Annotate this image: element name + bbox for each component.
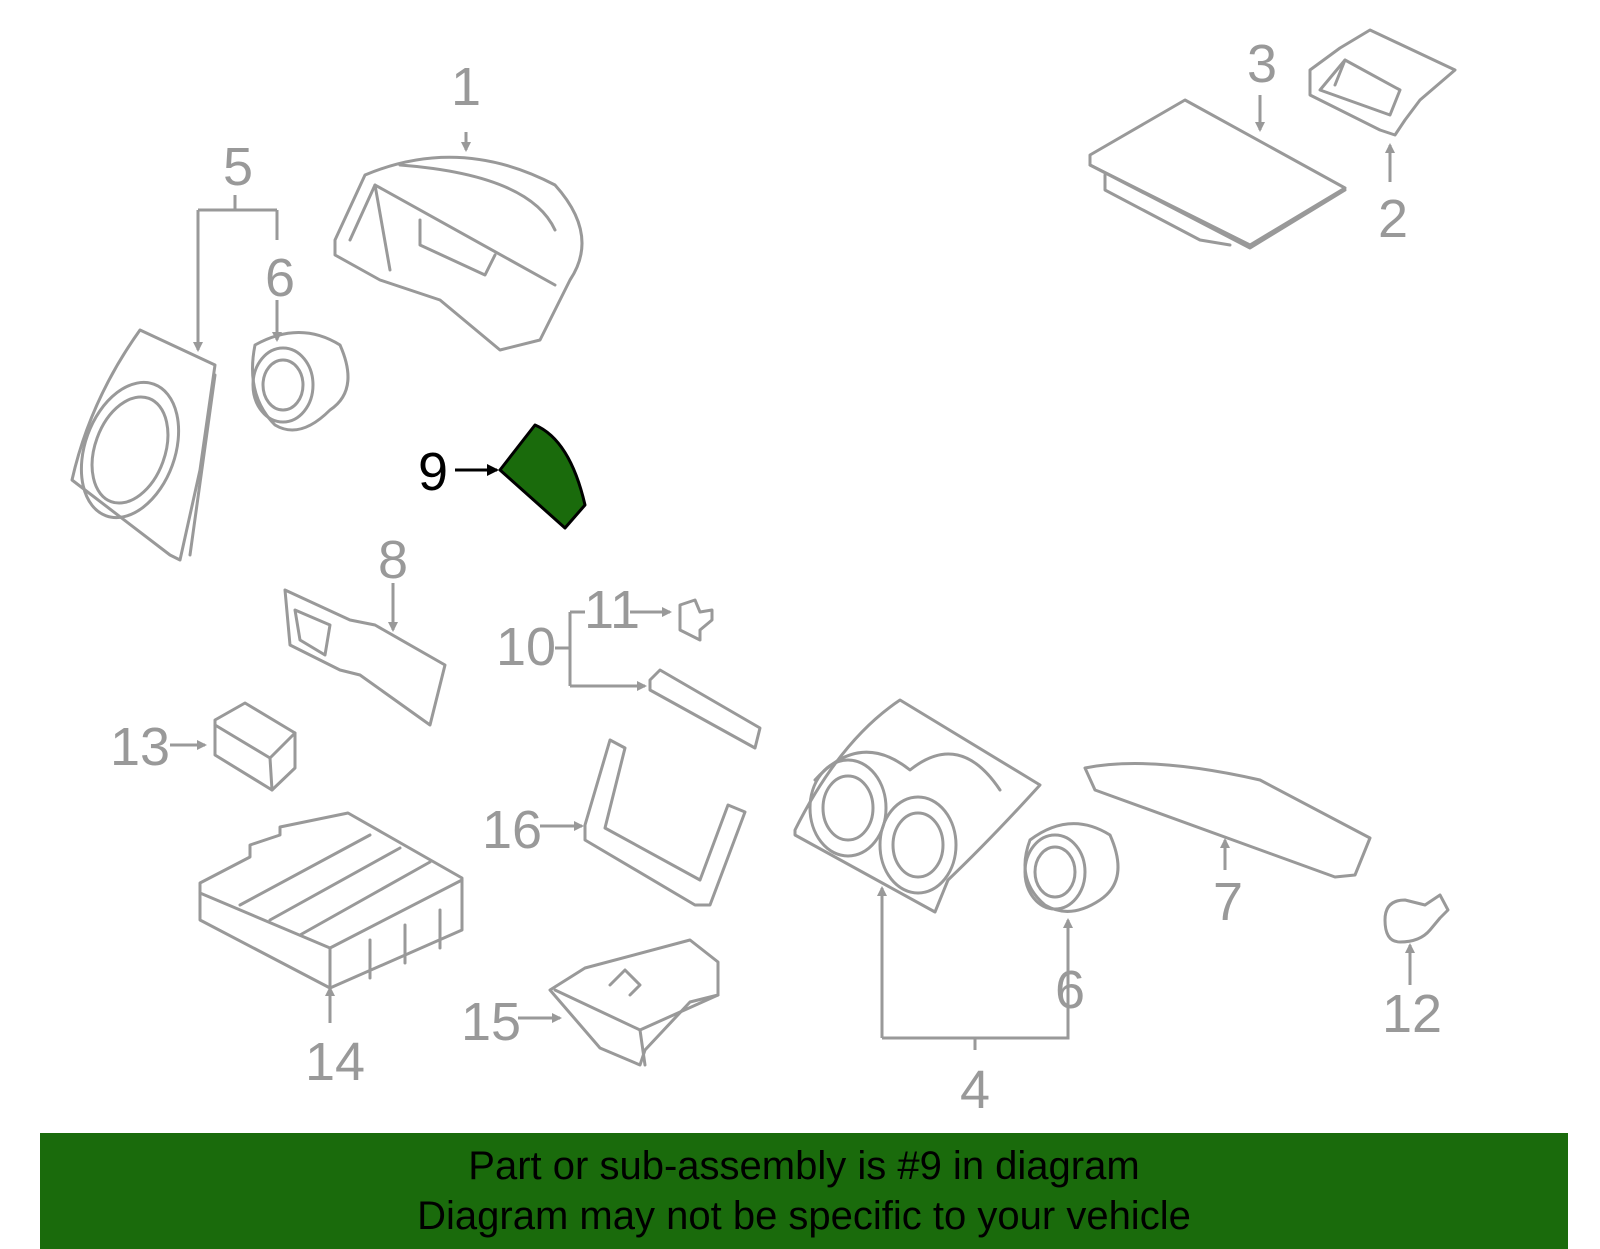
label-16: 16: [482, 800, 542, 860]
label-11: 11: [584, 580, 640, 640]
banner-part-text: Part or sub-assembly is #9 in diagram: [468, 1144, 1140, 1188]
label-6-upper: 6: [265, 248, 295, 308]
info-banner: Part or sub-assembly is #9 in diagram Di…: [40, 1133, 1568, 1249]
label-2: 2: [1378, 189, 1408, 249]
label-12: 12: [1382, 984, 1442, 1044]
part-8-bracket: [283, 588, 447, 727]
label-10: 10: [496, 617, 556, 677]
part-2-vent-outlet: [1308, 28, 1457, 137]
part-16-trim-frame: [583, 738, 747, 907]
label-5: 5: [223, 137, 253, 197]
part-4-instrument-bezel: [793, 698, 1042, 914]
part-11-clip: [678, 598, 714, 642]
part-6-round-vent-lower: [1023, 822, 1120, 913]
label-15: 15: [461, 992, 521, 1052]
label-3: 3: [1247, 34, 1277, 94]
label-13: 13: [110, 717, 170, 777]
part-1-dash-upper-panel: [333, 155, 584, 352]
label-14: 14: [305, 1032, 365, 1092]
label-1: 1: [451, 57, 481, 117]
label-9: 9: [418, 442, 448, 502]
part-5-speaker-panel: [70, 328, 217, 562]
part-14-storage-box: [198, 811, 464, 990]
label-6-lower: 6: [1055, 960, 1085, 1020]
part-13-switch: [213, 701, 297, 792]
label-8: 8: [378, 530, 408, 590]
part-12-bulb: [1383, 893, 1450, 944]
part-3-panel: [1088, 98, 1347, 250]
label-7: 7: [1213, 872, 1243, 932]
part-6-round-vent-upper: [251, 331, 350, 432]
part-10-trim-strip: [648, 668, 762, 750]
label-4: 4: [960, 1060, 990, 1120]
part-15-ashtray: [548, 938, 720, 1067]
banner-disclaimer-text: Diagram may not be specific to your vehi…: [417, 1194, 1191, 1238]
part-7-trim-strip: [1083, 762, 1372, 879]
part-9-highlighted: [498, 423, 587, 530]
